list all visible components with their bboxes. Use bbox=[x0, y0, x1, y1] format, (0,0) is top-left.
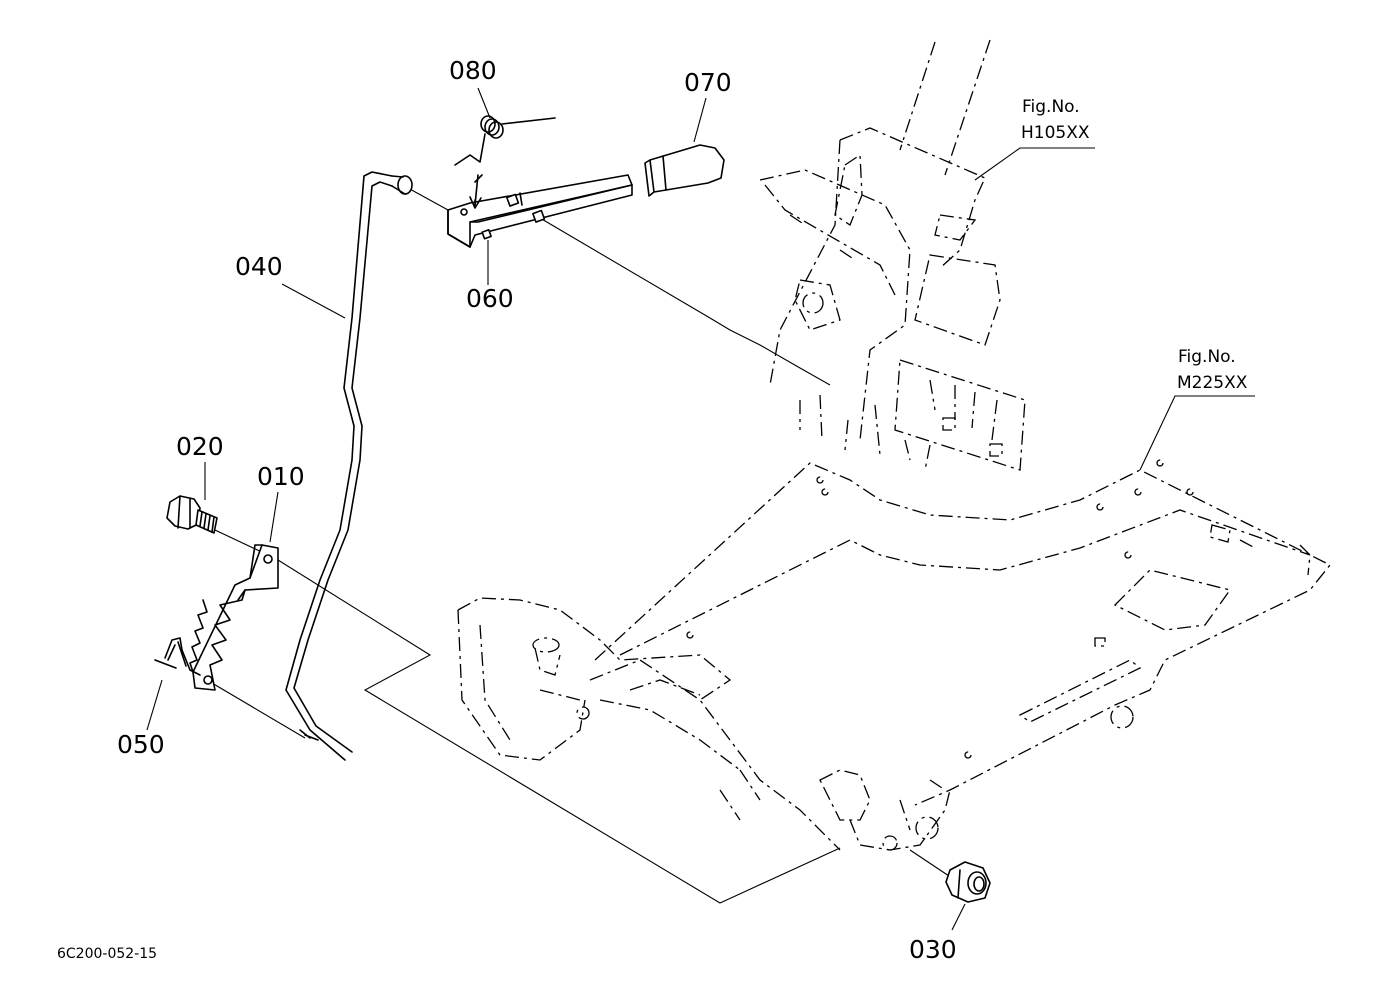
leader-h105xx bbox=[974, 147, 1095, 181]
part-070-grip bbox=[644, 144, 725, 197]
part-label-050: 050 bbox=[117, 730, 165, 759]
fig-ref-upper-caption: Fig.No. bbox=[1022, 97, 1080, 117]
part-010-ratchet-plate bbox=[189, 544, 279, 691]
fig-ref-lower-caption: Fig.No. bbox=[1178, 347, 1236, 367]
part-030-nut bbox=[945, 861, 991, 903]
part-leader-lines bbox=[146, 87, 966, 931]
part-label-010: 010 bbox=[257, 462, 305, 491]
rod-shaft-line bbox=[709, 317, 831, 386]
part-label-020: 020 bbox=[176, 432, 224, 461]
part-label-040: 040 bbox=[235, 252, 283, 281]
part-060-bracket bbox=[447, 174, 633, 248]
alignment-line-060 bbox=[539, 217, 711, 319]
notch-axis-line bbox=[211, 682, 306, 739]
part-080-spring bbox=[454, 115, 556, 209]
assembly-guide-lines bbox=[269, 554, 841, 904]
steering-column-phantom bbox=[759, 39, 1026, 471]
part-050-clip-pin bbox=[154, 637, 201, 676]
part-label-030: 030 bbox=[909, 935, 957, 964]
drawing-code: 6C200-052-15 bbox=[57, 946, 158, 962]
leader-m225xx bbox=[1139, 395, 1255, 471]
fig-ref-upper-number: H105XX bbox=[1021, 123, 1090, 143]
part-020-bolt bbox=[166, 495, 218, 534]
frame-phantom bbox=[457, 459, 1332, 851]
part-label-060: 060 bbox=[466, 284, 514, 313]
alignment-line-040-top bbox=[407, 187, 449, 211]
part-040-rod bbox=[285, 171, 413, 761]
part-label-070: 070 bbox=[684, 68, 732, 97]
fig-ref-lower-number: M225XX bbox=[1177, 373, 1248, 393]
part-label-080: 080 bbox=[449, 56, 497, 85]
